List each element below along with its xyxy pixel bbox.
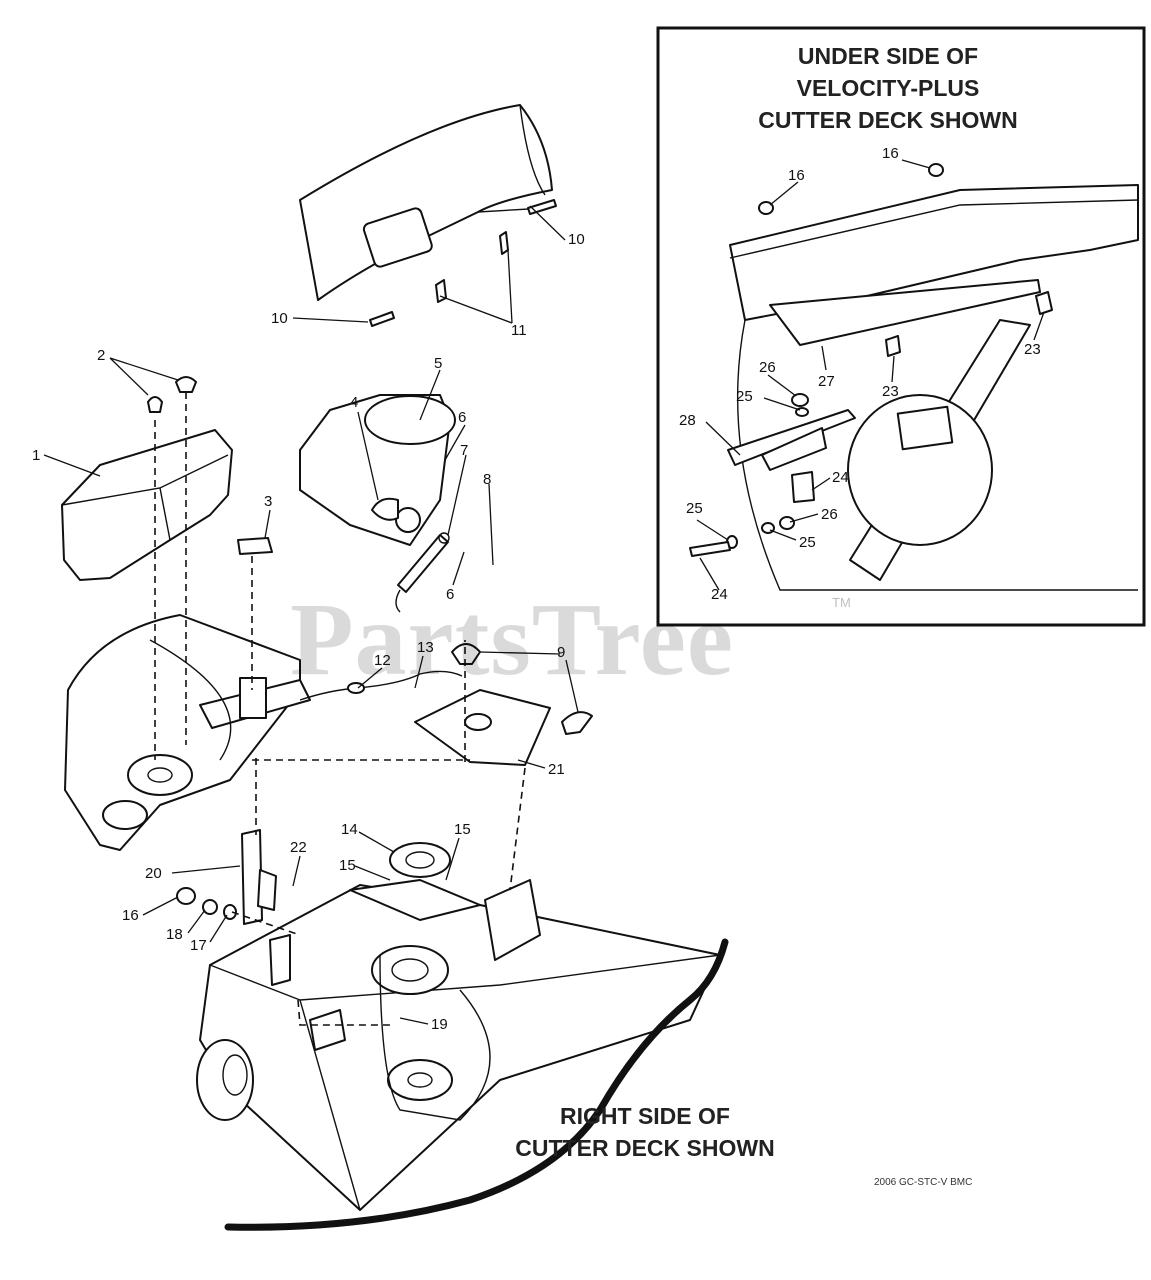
callout-8: 8 [483,471,492,488]
callout-23-right: 23 [1024,341,1041,358]
callout-9: 9 [557,644,566,661]
callout-3: 3 [264,493,273,510]
chute-spring [395,532,450,613]
callout-1: 1 [32,447,41,464]
callout-15: 15 [454,821,471,838]
callout-26-lower: 26 [821,506,838,523]
callout-13: 13 [417,639,434,656]
cutter-deck [196,879,721,1211]
callout-18: 18 [166,926,183,943]
callout-27: 27 [818,373,835,390]
nut-washer-set [176,887,237,920]
inset-title-line-1: UNDER SIDE OF [797,43,979,69]
knob-set [147,376,593,735]
callout-24-upper: 24 [832,469,849,486]
callout-12: 12 [374,652,391,669]
callout-24-lower: 24 [711,586,728,603]
inset-title: UNDER SIDE OF VELOCITY-PLUS CUTTER DECK … [668,40,1108,137]
callout-28: 28 [679,412,696,429]
watermark-logo: PartsTree [290,582,735,697]
belt-cover [61,429,233,581]
inset-deck-underside [689,163,1139,591]
callout-10: 10 [568,231,585,248]
main-title-line-2: CUTTER DECK SHOWN [515,1135,775,1162]
callout-25-right: 25 [799,534,816,551]
callout-20: 20 [145,865,162,882]
callout-21: 21 [548,761,565,778]
callout-16-inset-a: 16 [788,167,805,184]
callout-26-upper: 26 [759,359,776,376]
callout-7: 7 [460,442,469,459]
callout-17: 17 [190,937,207,954]
callout-25-upper: 25 [736,388,753,405]
callout-22: 22 [290,839,307,856]
callout-2: 2 [97,347,106,364]
main-view-title: RIGHT SIDE OF CUTTER DECK SHOWN [470,1100,820,1164]
callout-5: 5 [434,355,443,372]
watermark-trademark: TM [832,595,851,610]
inset-frame [656,26,1146,627]
drive-belt [224,938,729,1231]
callout-23-left: 23 [882,383,899,400]
deck-pulley-assembly [64,614,311,851]
alignment-lines [154,392,526,1026]
decal [237,537,273,555]
callout-16: 16 [122,907,139,924]
callout-14: 14 [341,821,358,838]
drawing-code: 2006 GC-STC-V BMC [874,1177,973,1188]
callout-25-left: 25 [686,500,703,517]
inset-title-line-3: CUTTER DECK SHOWN [758,107,1018,134]
main-title-line-1: RIGHT SIDE OF [560,1103,730,1129]
callout-16-inset-b: 16 [882,145,899,162]
cable-bracket [241,829,277,925]
leader-lines [43,159,1045,1025]
callout-11: 11 [511,322,527,339]
inset-title-line-2: VELOCITY-PLUS [796,75,980,102]
mounting-bracket [414,689,551,766]
callout-6: 6 [458,409,467,426]
callout-4: 4 [350,394,359,411]
callout-6b: 6 [446,586,455,603]
callout-10b: 10 [271,310,288,327]
callout-19: 19 [431,1016,448,1033]
chute-deflector [299,394,456,546]
discharge-chute [299,104,553,301]
deck-pulleys [371,842,453,1101]
callout-15b: 15 [339,857,356,874]
